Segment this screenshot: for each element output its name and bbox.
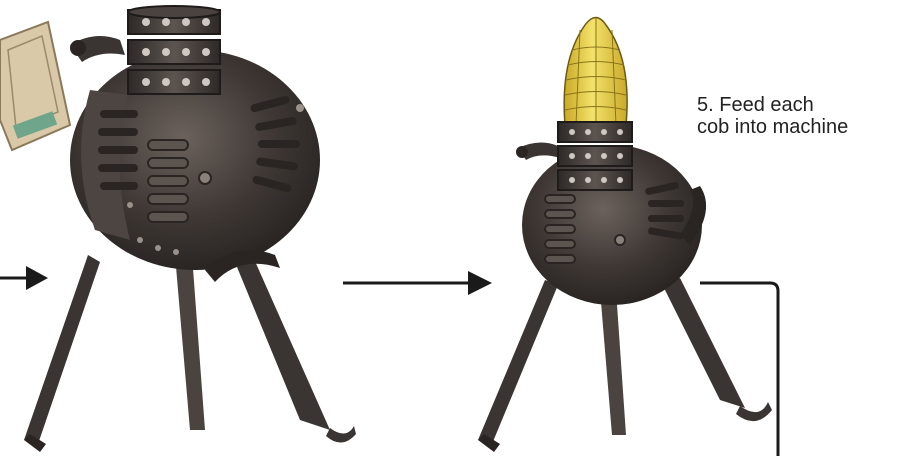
corn-cob-illustration: [564, 18, 627, 126]
step-label: 5. Feed each cob into machine: [697, 94, 848, 138]
arrow-between-machines: [343, 271, 492, 295]
paper-note-illustration: [0, 22, 70, 150]
corn-sheller-machine-illustration: [24, 6, 356, 452]
corn-sheller-machine-with-cob-illustration: [478, 18, 772, 453]
arrow-into-first-machine: [0, 266, 48, 290]
